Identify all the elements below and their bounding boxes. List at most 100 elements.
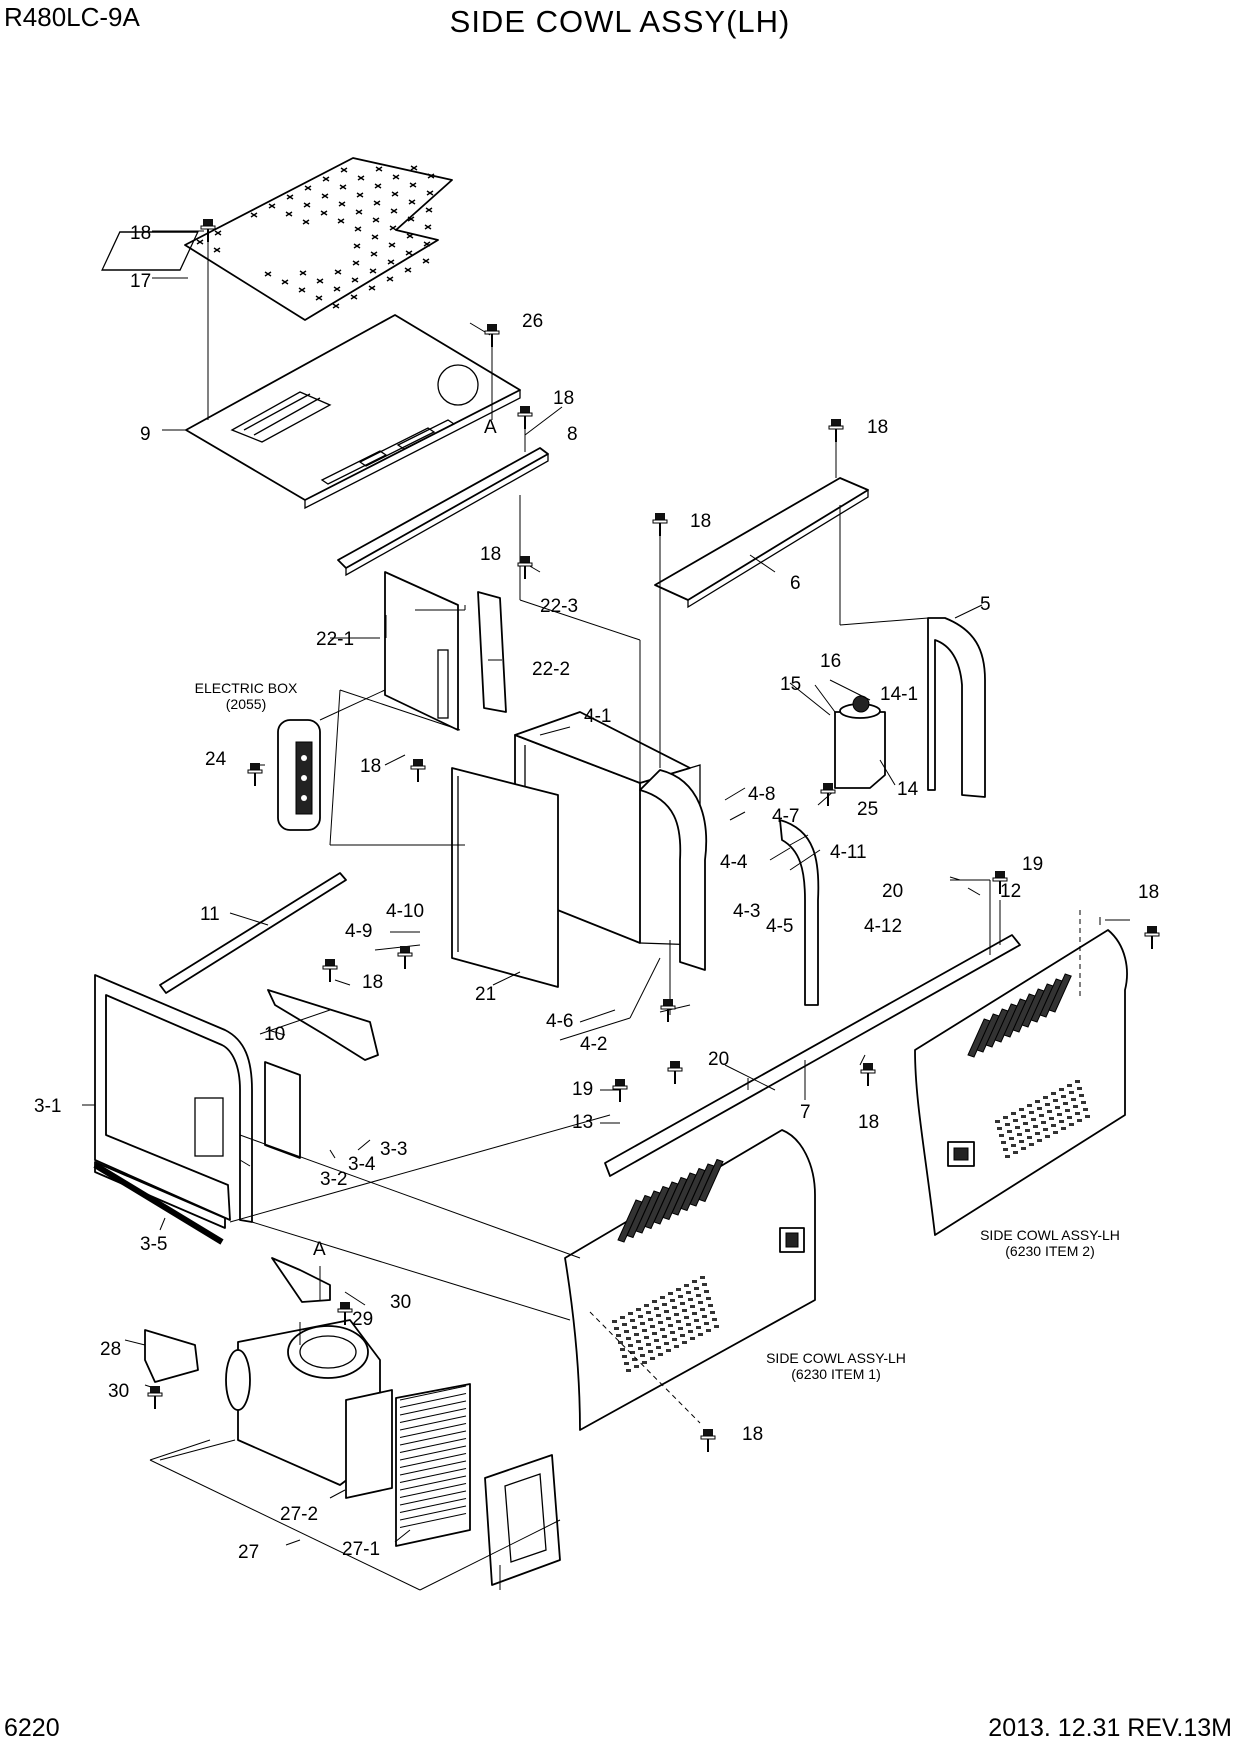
pleat — [399, 1400, 467, 1416]
bolt-icon — [667, 1061, 683, 1084]
vent-hole — [696, 1294, 701, 1297]
vent-hole — [995, 1120, 1000, 1123]
perforation — [370, 251, 378, 257]
vent-hole — [632, 1358, 637, 1361]
vent-hole — [1007, 1130, 1012, 1133]
bolt-icon — [612, 1079, 628, 1102]
vent-hole — [628, 1344, 633, 1347]
vent-hole — [664, 1310, 669, 1313]
vent-hole — [626, 1337, 631, 1340]
callout-18: 18 — [480, 544, 501, 565]
perforation — [339, 184, 347, 190]
pleat — [399, 1445, 467, 1461]
vent-hole — [1011, 1112, 1016, 1115]
vent-hole — [1001, 1141, 1006, 1144]
vent-hole — [642, 1329, 647, 1332]
louver-slot — [1048, 973, 1072, 1013]
callout-a: A — [313, 1239, 326, 1260]
perforation — [285, 211, 293, 217]
pleat — [399, 1498, 467, 1513]
perforation — [351, 277, 359, 283]
side-cowl-assy-2 — [914, 929, 1128, 1236]
vent-hole — [1019, 1108, 1024, 1111]
vent-hole — [1073, 1105, 1078, 1108]
vent-hole — [658, 1353, 663, 1356]
callout-30: 30 — [108, 1381, 129, 1402]
perforation — [316, 278, 324, 284]
perforation — [332, 303, 340, 309]
seal-strip-3-5 — [93, 1162, 224, 1245]
vent-hole — [1083, 1108, 1088, 1111]
bolt-icon — [337, 1302, 353, 1325]
vent-hole — [656, 1346, 661, 1349]
vent-hole — [668, 1292, 673, 1295]
vent-hole — [700, 1308, 705, 1311]
perforation — [268, 203, 276, 209]
perforation — [338, 201, 346, 207]
vent-hole — [1029, 1143, 1034, 1146]
perforation — [406, 233, 414, 239]
vent-hole — [1011, 1144, 1016, 1147]
perforation — [368, 285, 376, 291]
pleat — [399, 1468, 467, 1483]
vent-hole — [999, 1134, 1004, 1137]
perforation — [302, 219, 310, 225]
note-electric-box-ref: (2055) — [226, 696, 266, 712]
pleat — [399, 1430, 467, 1446]
pleat — [399, 1423, 467, 1438]
vent-hole — [1059, 1088, 1064, 1091]
callout-20: 20 — [708, 1049, 729, 1070]
perforation — [337, 218, 345, 224]
vent-hole — [1085, 1115, 1090, 1118]
vent-hole — [688, 1330, 693, 1333]
callout-26: 26 — [522, 311, 543, 332]
fasteners — [147, 219, 1160, 1452]
callout-4-1: 4-1 — [584, 706, 611, 727]
seal-strip-4-11 — [779, 819, 820, 1006]
callout-9: 9 — [140, 424, 151, 445]
vent-hole — [1077, 1119, 1082, 1122]
bolt-icon — [147, 1386, 163, 1409]
callout-24: 24 — [205, 749, 227, 770]
vent-hole — [1061, 1127, 1066, 1130]
bracket-10 — [267, 989, 379, 1061]
filter-27-1 — [395, 1383, 471, 1547]
perforation — [369, 268, 377, 274]
vent-hole — [1013, 1151, 1018, 1154]
callout-4-5: 4-5 — [766, 916, 793, 937]
panel-22-1 — [384, 571, 459, 731]
vent-hole — [684, 1284, 689, 1287]
filter-cover — [484, 1454, 561, 1586]
vent-hole — [700, 1276, 705, 1279]
vent-hole — [634, 1333, 639, 1336]
callout-labels: 18 17 26 9 A 18 8 18 18 6 5 18 22-3 22-1… — [34, 223, 1159, 1563]
bolt-icon — [860, 1063, 876, 1086]
vent-hole — [1015, 1126, 1020, 1129]
vent-hole — [690, 1337, 695, 1340]
plate-3-2 — [264, 1061, 301, 1159]
bracket-29 — [271, 1257, 331, 1303]
perforation — [250, 212, 258, 218]
vent-hole — [640, 1322, 645, 1325]
vent-hole — [1035, 1132, 1040, 1135]
cover-hole — [437, 364, 479, 406]
vent-hole — [706, 1297, 711, 1300]
callout-4-6: 4-6 — [546, 1011, 573, 1032]
perforation — [321, 193, 329, 199]
vent-hole — [706, 1329, 711, 1332]
tank-part — [834, 695, 886, 789]
vent-hole — [636, 1340, 641, 1343]
vent-hole — [1081, 1101, 1086, 1104]
vent-hole — [622, 1323, 627, 1326]
perforation — [352, 260, 360, 266]
bracket-11 — [159, 872, 347, 994]
perforation — [389, 225, 397, 231]
vent-hole — [672, 1338, 677, 1341]
cover-plate-part — [185, 314, 521, 510]
vent-hole — [1071, 1098, 1076, 1101]
perforation — [386, 276, 394, 282]
vent-hole — [1021, 1115, 1026, 1118]
vent-hole — [1005, 1123, 1010, 1126]
vent-hole — [684, 1316, 689, 1319]
perforation — [408, 199, 416, 205]
